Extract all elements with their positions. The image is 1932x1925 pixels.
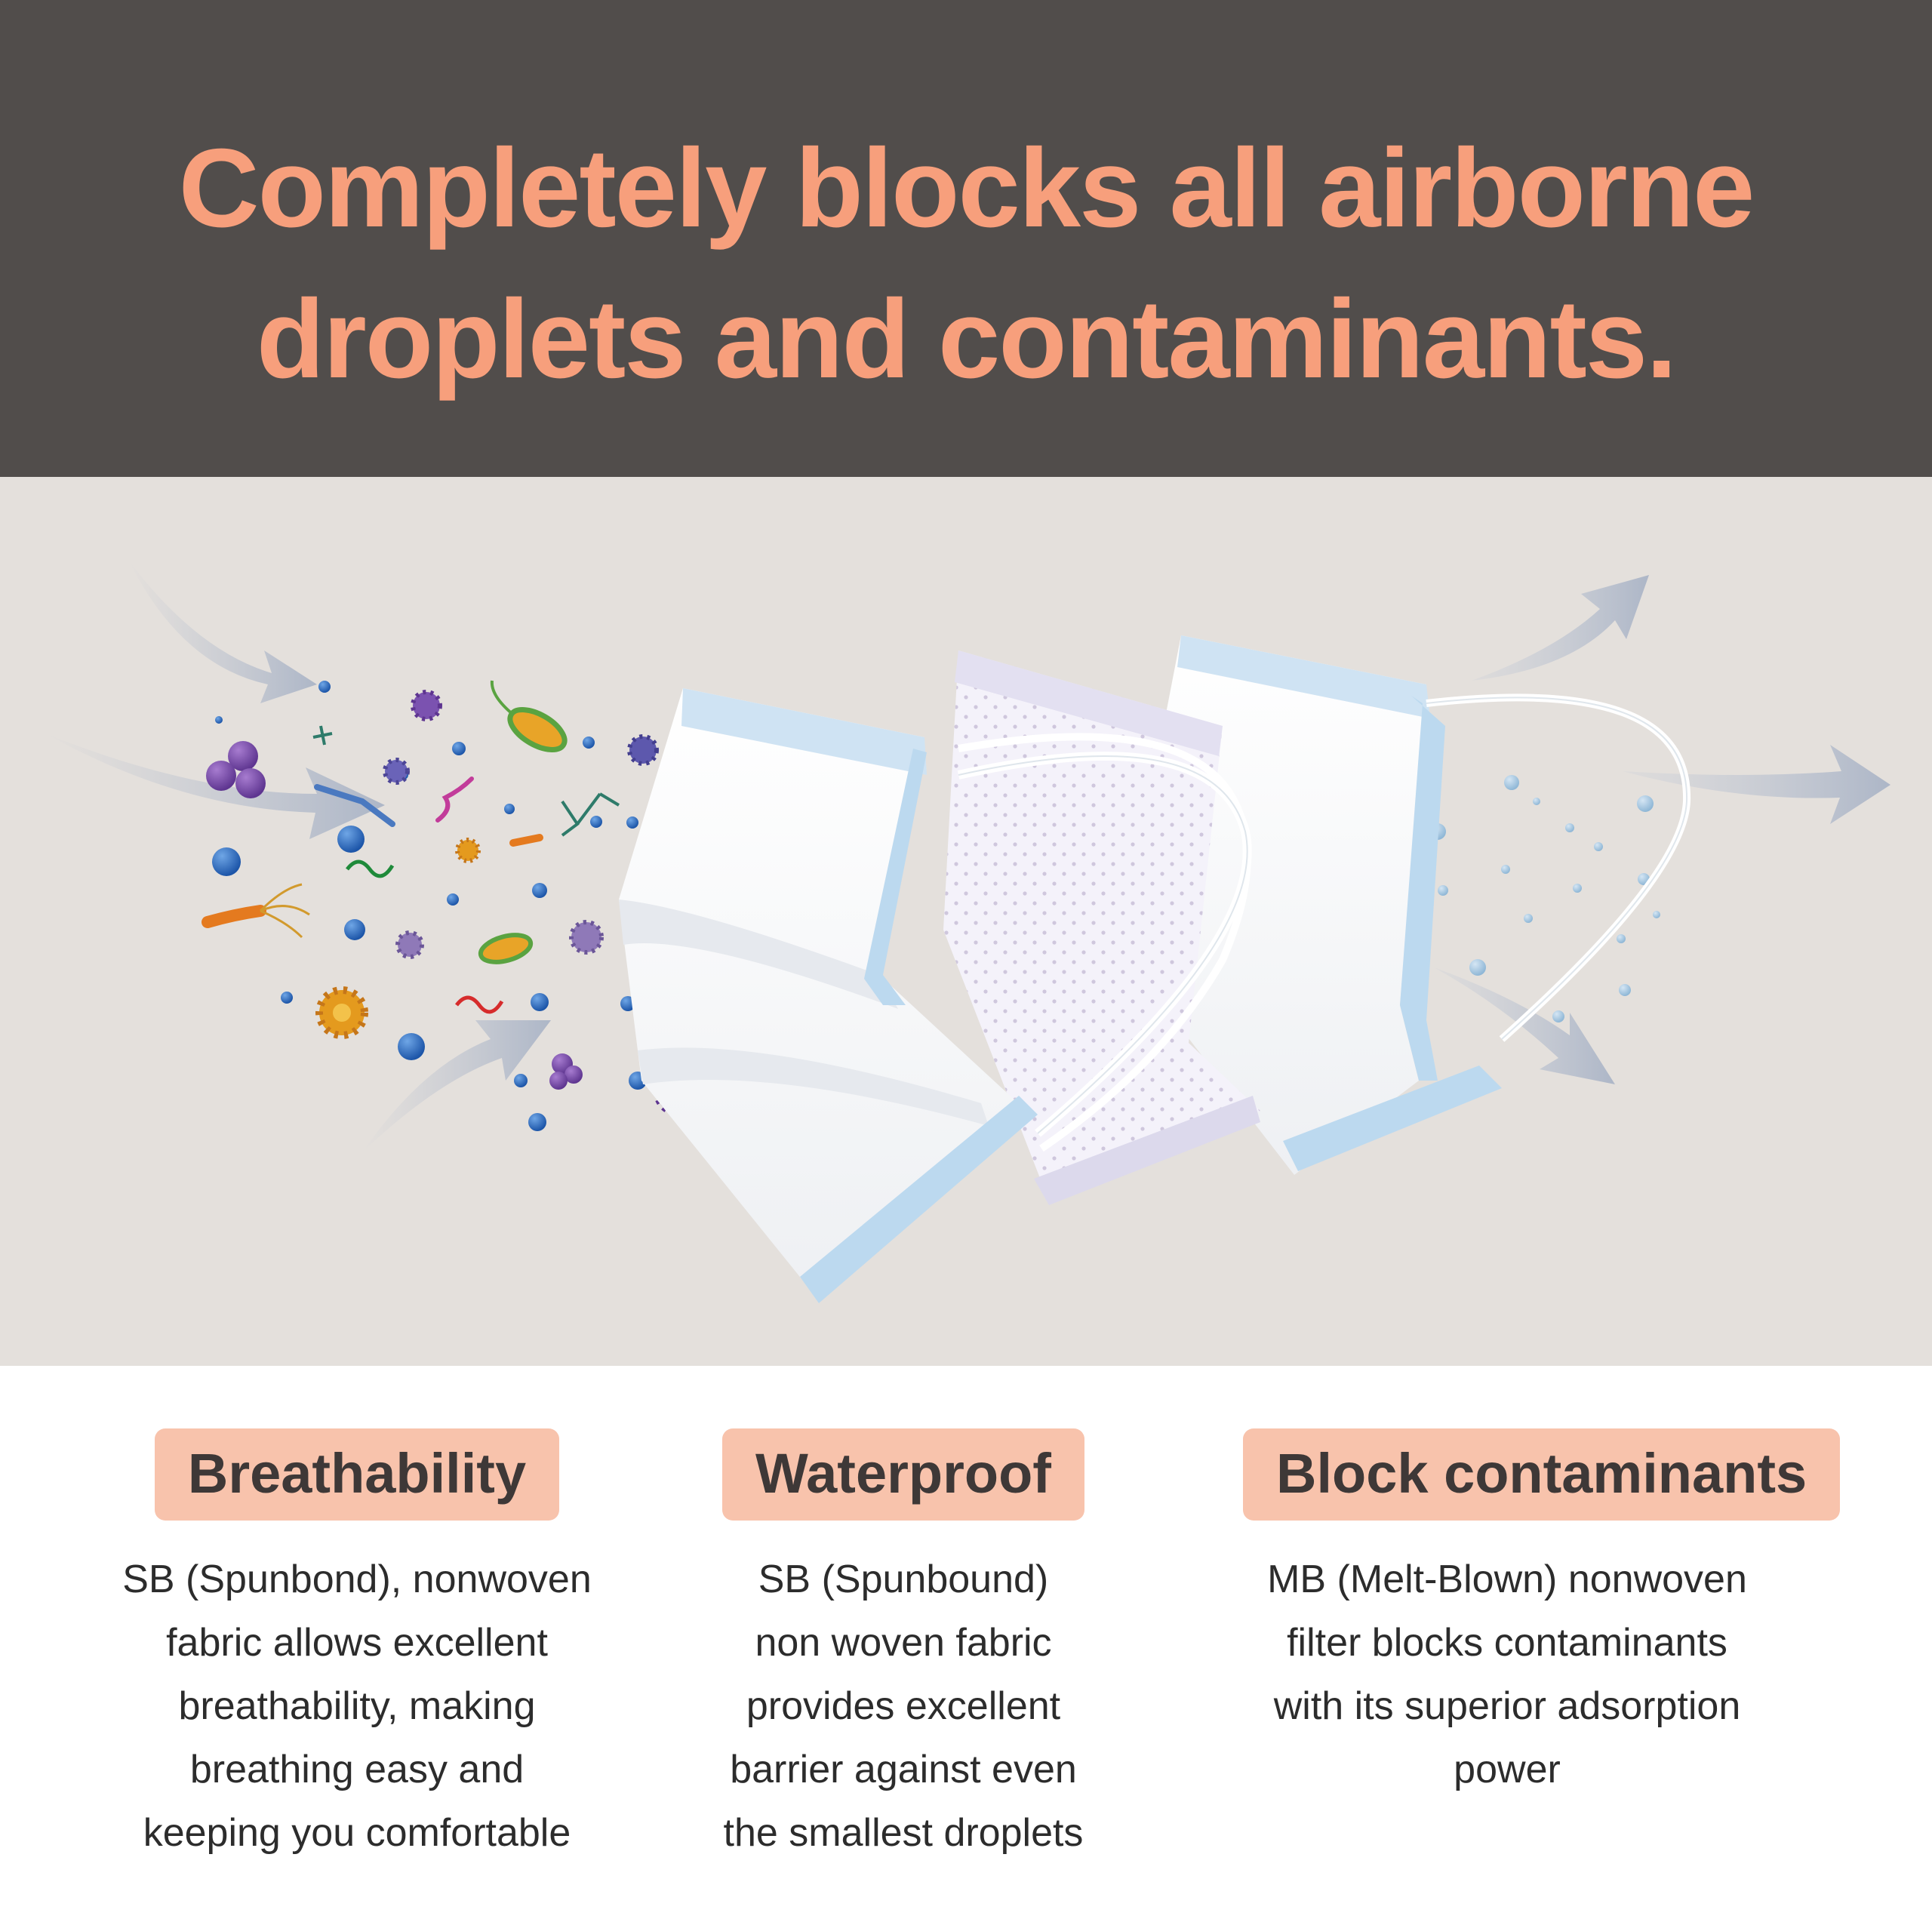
face-mask-icon <box>619 688 1252 1303</box>
feature-description: MB (Melt-Blown) nonwoven filter blocks c… <box>1243 1548 1771 1801</box>
description-line: with its superior adsorption <box>1273 1684 1741 1728</box>
feature-description: SB (Spunbound) non woven fabric provides… <box>639 1548 1168 1865</box>
description-line: provides excellent <box>746 1684 1061 1728</box>
feature-waterproof: Waterproof SB (Spunbound) non woven fabr… <box>639 1428 1168 1865</box>
description-line: the smallest droplets <box>723 1811 1084 1855</box>
description-line: SB (Spunbond), nonwoven <box>122 1558 592 1601</box>
header-banner: Completely blocks all airborne droplets … <box>0 0 1932 477</box>
description-line: barrier against even <box>730 1748 1077 1791</box>
face-mask-icon <box>943 650 1260 1205</box>
droplet-icon <box>1429 775 1660 1022</box>
description-line: power <box>1454 1748 1561 1791</box>
title-line-2: droplets and contaminants. <box>256 277 1677 401</box>
description-line: fabric allows excellent <box>166 1621 548 1665</box>
feature-breathability: Breathability SB (Spunbond), nonwoven fa… <box>93 1428 621 1865</box>
description-line: breathability, making <box>178 1684 536 1728</box>
description-line: SB (Spunbound) <box>758 1558 1049 1601</box>
feature-title-badge: Block contaminants <box>1243 1428 1841 1521</box>
description-line: keeping you comfortable <box>143 1811 571 1855</box>
feature-title-badge: Breathability <box>154 1428 560 1521</box>
description-line: MB (Melt-Blown) nonwoven <box>1267 1558 1747 1601</box>
page-title: Completely blocks all airborne droplets … <box>0 113 1932 415</box>
feature-description: SB (Spunbond), nonwoven fabric allows ex… <box>93 1548 621 1865</box>
feature-block-contaminants: Block contaminants MB (Melt-Blown) nonwo… <box>1243 1428 1841 1801</box>
airflow-arrow-icon <box>1434 575 1890 1084</box>
description-line: breathing easy and <box>189 1748 525 1791</box>
description-line: filter blocks contaminants <box>1287 1621 1727 1665</box>
feature-title-badge: Waterproof <box>722 1428 1084 1521</box>
mask-illustration <box>0 477 1932 1366</box>
mask-illustration-graphic <box>45 560 1890 1303</box>
title-line-1: Completely blocks all airborne <box>178 126 1755 251</box>
description-line: non woven fabric <box>755 1621 1052 1665</box>
